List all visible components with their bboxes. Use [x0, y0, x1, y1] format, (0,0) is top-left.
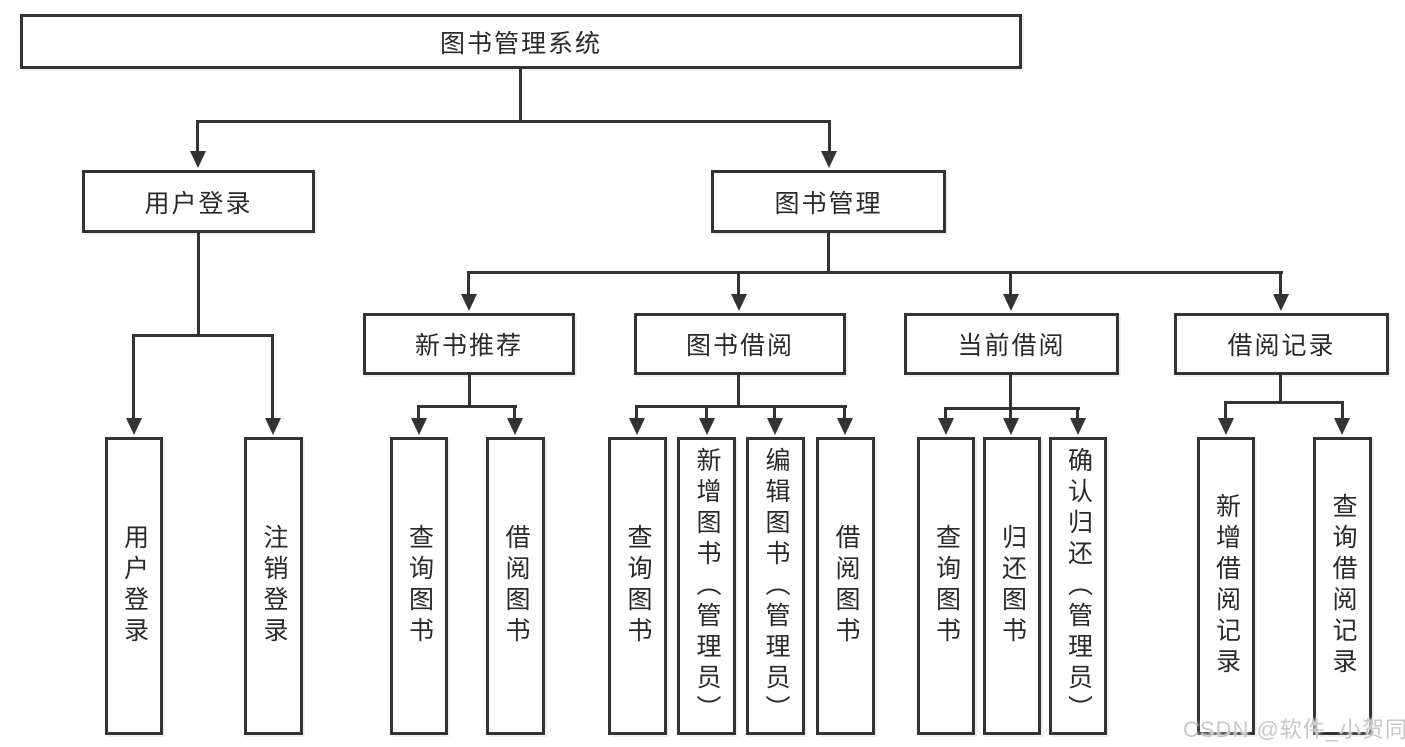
connector-line — [467, 271, 470, 297]
connector-line — [737, 375, 740, 408]
arrow-down-icon — [461, 294, 477, 311]
leaf-borrow-books-2: 借阅图书 — [816, 437, 875, 735]
leaf-query-borrow-record: 查询借阅记录 — [1313, 437, 1372, 735]
node-new-book-recommend-label: 新书推荐 — [414, 332, 523, 360]
leaf-borrow-books-1: 借阅图书 — [486, 437, 545, 735]
node-book-management: 图书管理 — [711, 170, 946, 233]
node-book-borrow: 图书借阅 — [634, 313, 846, 375]
connector-line — [773, 405, 776, 420]
leaf-borrow-books-1-label: 借阅图书 — [502, 524, 530, 648]
node-borrow-records: 借阅记录 — [1174, 313, 1389, 375]
leaf-confirm-return-admin: 确认归还（管理员） — [1049, 437, 1107, 735]
connector-line — [635, 405, 847, 408]
connector-line — [513, 405, 516, 420]
leaf-logout-label: 注销登录 — [260, 524, 288, 648]
connector-line — [271, 334, 274, 420]
connector-line — [828, 120, 831, 153]
arrow-down-icon — [190, 151, 206, 168]
arrow-down-icon — [731, 294, 747, 311]
leaf-borrow-books-2-label: 借阅图书 — [832, 524, 860, 648]
leaf-query-books-1: 查询图书 — [390, 437, 448, 735]
connector-line — [1279, 271, 1282, 297]
node-user-login: 用户登录 — [82, 170, 315, 233]
connector-line — [944, 407, 1080, 410]
node-new-book-recommend: 新书推荐 — [363, 313, 575, 375]
connector-line — [468, 375, 471, 408]
connector-line — [705, 405, 708, 420]
arrow-down-icon — [1003, 294, 1019, 311]
leaf-query-books-2-label: 查询图书 — [624, 524, 652, 648]
leaf-query-borrow-record-label: 查询借阅记录 — [1329, 493, 1357, 679]
arrow-down-icon — [821, 151, 837, 168]
connector-line — [1279, 375, 1282, 404]
leaf-query-books-3-label: 查询图书 — [932, 524, 961, 648]
connector-line — [196, 120, 831, 123]
node-book-borrow-label: 图书借阅 — [685, 332, 794, 360]
leaf-add-borrow-record: 新增借阅记录 — [1197, 437, 1255, 735]
leaf-logout: 注销登录 — [244, 437, 303, 735]
connector-line — [197, 233, 200, 337]
arrow-down-icon — [837, 418, 853, 435]
leaf-add-book-admin-label: 新增图书（管理员） — [693, 446, 721, 726]
connector-line — [1009, 407, 1012, 420]
connector-line — [843, 405, 846, 420]
arrow-down-icon — [629, 418, 645, 435]
node-book-management-label: 图书管理 — [774, 189, 883, 218]
arrow-down-icon — [1070, 418, 1086, 435]
csdn-watermark: CSDN @软件_小贺同学 — [1183, 717, 1405, 742]
leaf-return-book: 归还图书 — [983, 437, 1041, 735]
connector-line — [1076, 407, 1079, 420]
arrow-down-icon — [938, 418, 954, 435]
arrow-down-icon — [699, 418, 715, 435]
connector-line — [132, 334, 135, 420]
connector-line — [132, 334, 274, 337]
node-current-borrow-label: 当前借阅 — [957, 332, 1066, 360]
connector-line — [1224, 401, 1344, 404]
leaf-add-borrow-record-label: 新增借阅记录 — [1212, 493, 1241, 679]
node-root: 图书管理系统 — [20, 14, 1022, 69]
arrow-down-icon — [507, 418, 523, 435]
leaf-query-books-3: 查询图书 — [917, 437, 975, 735]
node-current-borrow: 当前借阅 — [904, 313, 1119, 375]
leaf-edit-book-admin: 编辑图书（管理员） — [746, 437, 805, 735]
node-borrow-records-label: 借阅记录 — [1227, 332, 1336, 360]
connector-line — [635, 405, 638, 420]
arrow-down-icon — [1003, 418, 1019, 435]
connector-line — [944, 407, 947, 420]
leaf-return-book-label: 归还图书 — [998, 524, 1027, 648]
connector-line — [1341, 401, 1344, 420]
leaf-user-login: 用户登录 — [105, 437, 163, 735]
connector-line — [1009, 375, 1012, 410]
arrow-down-icon — [265, 418, 281, 435]
leaf-confirm-return-admin-label: 确认归还（管理员） — [1064, 446, 1093, 726]
arrow-down-icon — [1334, 418, 1350, 435]
leaf-edit-book-admin-label: 编辑图书（管理员） — [762, 446, 790, 726]
arrow-down-icon — [126, 418, 142, 435]
node-root-label: 图书管理系统 — [439, 29, 602, 58]
arrow-down-icon — [767, 418, 783, 435]
connector-line — [737, 271, 740, 297]
connector-line — [467, 271, 1283, 274]
node-user-login-label: 用户登录 — [144, 189, 253, 218]
leaf-query-books-1-label: 查询图书 — [405, 524, 434, 648]
arrow-down-icon — [411, 418, 427, 435]
connector-line — [1009, 271, 1012, 297]
arrow-down-icon — [1218, 418, 1234, 435]
connector-line — [196, 120, 199, 153]
connector-line — [417, 405, 517, 408]
connector-line — [827, 233, 830, 274]
leaf-user-login-label: 用户登录 — [120, 524, 149, 648]
connector-line — [519, 69, 522, 123]
arrow-down-icon — [1273, 294, 1289, 311]
connector-line — [417, 405, 420, 420]
connector-line — [1224, 401, 1227, 420]
leaf-add-book-admin: 新增图书（管理员） — [677, 437, 736, 735]
leaf-query-books-2: 查询图书 — [608, 437, 667, 735]
